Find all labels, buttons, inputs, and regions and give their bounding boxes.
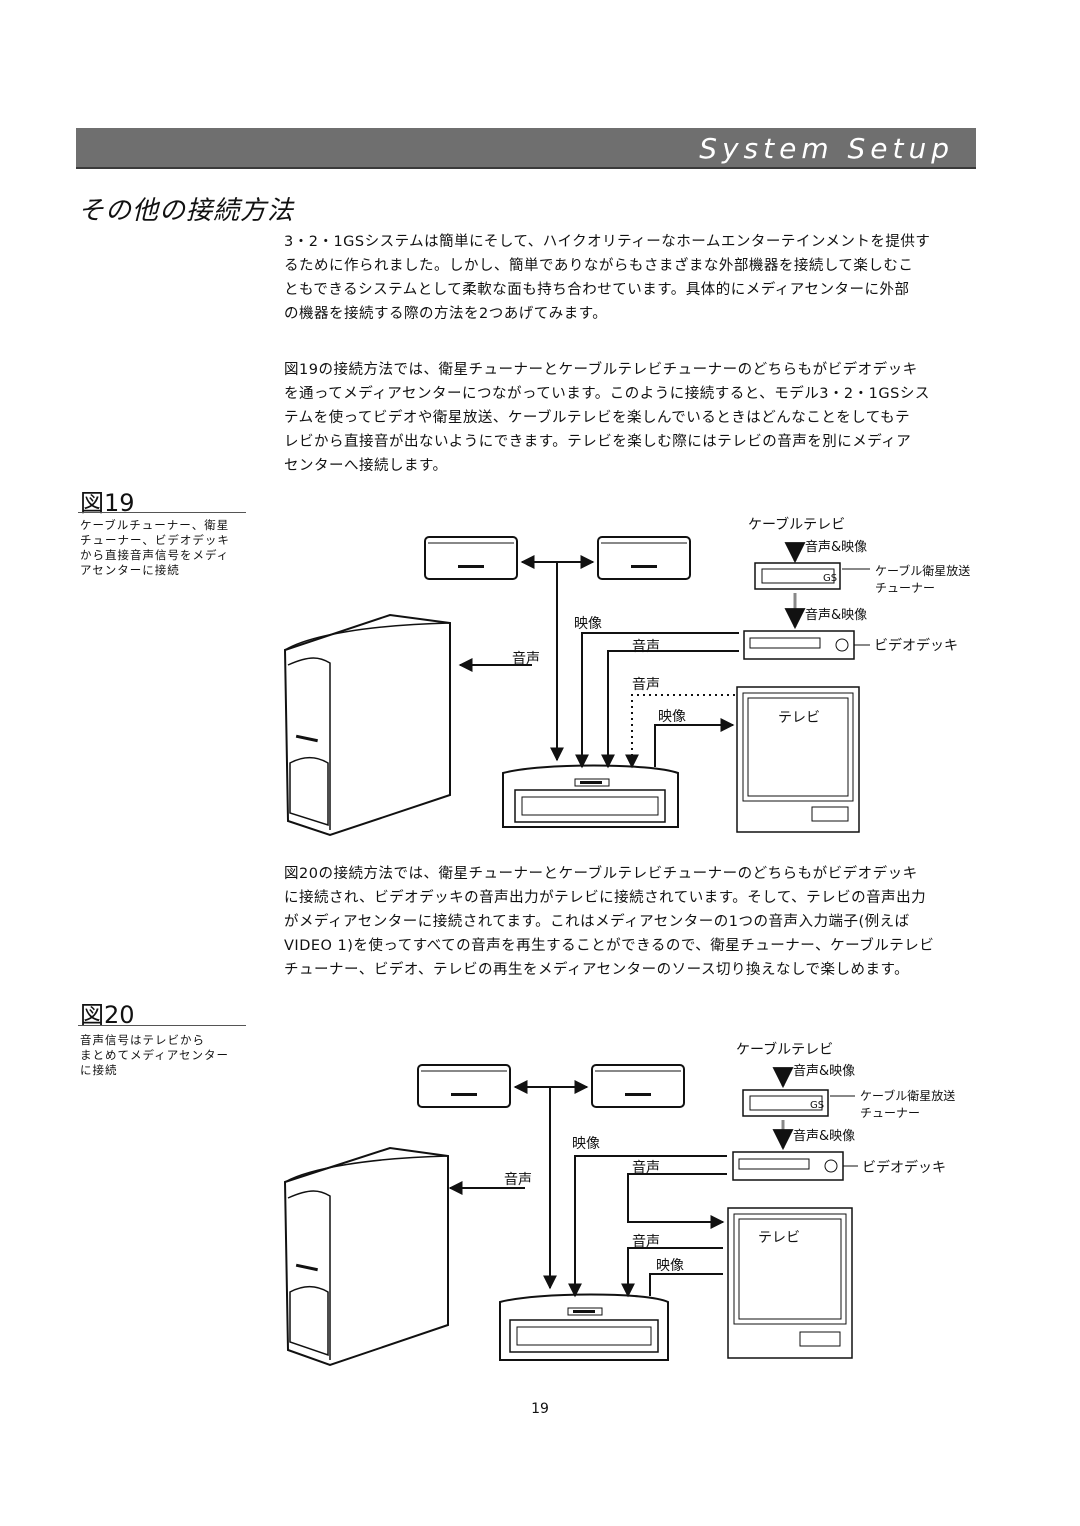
label-video-1: 映像 xyxy=(574,616,602,632)
vcr xyxy=(743,630,870,660)
fig20-rule xyxy=(78,1025,246,1026)
label-cable-tv: ケーブルテレビ xyxy=(748,516,845,533)
television xyxy=(736,686,860,833)
label-tuner-line1: ケーブル衛星放送 xyxy=(875,563,970,578)
satellite-tuner: GS xyxy=(742,1089,855,1117)
fig19-rule xyxy=(78,512,246,513)
label-audio-tv: 音声 xyxy=(632,1233,660,1250)
vcr xyxy=(732,1151,858,1181)
label-audio-left: 音声 xyxy=(512,650,540,667)
right-speaker xyxy=(591,1064,685,1108)
fig20-description: 図20の接続方法では、衛星チューナーとケーブルテレビチューナーのどちらもがビデオ… xyxy=(284,866,935,978)
tuner-display: GS xyxy=(823,573,837,584)
label-tuner-line2: チューナー xyxy=(860,1106,920,1120)
right-speaker xyxy=(597,536,691,580)
label-av-1: 音声&映像 xyxy=(793,1063,855,1079)
label-tv: テレビ xyxy=(778,710,820,726)
label-vcr: ビデオデッキ xyxy=(862,1159,946,1176)
label-video-1: 映像 xyxy=(572,1136,600,1152)
label-tuner: ケーブル衛星放送 チューナー xyxy=(875,563,974,595)
tuner-display: GS xyxy=(810,1100,824,1111)
label-tuner-line1: ケーブル衛星放送 xyxy=(860,1088,955,1103)
label-cable-tv: ケーブルテレビ xyxy=(736,1041,833,1058)
label-av-2: 音声&映像 xyxy=(805,607,867,623)
label-audio-tv: 音声 xyxy=(632,676,660,693)
fig20-label: 図20 xyxy=(80,1001,135,1029)
subwoofer-module xyxy=(283,613,451,837)
label-audio-vcr: 音声 xyxy=(632,1159,660,1176)
page-number: 19 xyxy=(531,1401,549,1417)
television xyxy=(727,1207,853,1359)
fig20-diagram: GS ケーブルテレビ 音声&映像 ケーブル衛星放送 チューナー 音声&映像 ビデ… xyxy=(283,1041,959,1367)
label-tv: テレビ xyxy=(758,1230,800,1246)
section-title: その他の接続方法 xyxy=(78,196,295,226)
label-tuner: ケーブル衛星放送 チューナー xyxy=(860,1088,959,1120)
label-av-2: 音声&映像 xyxy=(793,1128,855,1144)
fig19-description: 図19の接続方法では、衛星チューナーとケーブルテレビチューナーのどちらもがビデオ… xyxy=(284,362,930,474)
intro-paragraph: 3・2・1GSシステムは簡単にそして、ハイクオリティーなホームエンターテインメン… xyxy=(284,234,931,322)
left-speaker xyxy=(424,536,518,580)
section-banner: System Setup xyxy=(76,128,976,169)
label-video-tv: 映像 xyxy=(658,709,686,725)
label-video-tv: 映像 xyxy=(656,1258,684,1274)
fig19-diagram: GS ケーブルテレビ 音声&映像 ケーブル衛星放送 チューナー 音声&映像 ビデ… xyxy=(283,516,974,837)
media-center xyxy=(502,764,679,828)
fig20-caption: 音声信号はテレビから まとめてメディアセンター に接続 xyxy=(80,1033,229,1077)
subwoofer-module xyxy=(283,1146,449,1367)
label-tuner-line2: チューナー xyxy=(875,581,935,595)
left-speaker xyxy=(417,1064,511,1108)
fig19-caption: ケーブルチューナー、衛星 チューナー、ビデオデッキ から直接音声信号をメディ ア… xyxy=(80,518,230,577)
label-vcr: ビデオデッキ xyxy=(874,637,958,654)
media-center xyxy=(499,1293,669,1361)
label-audio-left: 音声 xyxy=(504,1171,532,1188)
label-audio-vcr: 音声 xyxy=(632,638,660,655)
label-av-1: 音声&映像 xyxy=(805,539,867,555)
banner-title: System Setup xyxy=(699,132,954,165)
satellite-tuner: GS xyxy=(754,562,870,590)
